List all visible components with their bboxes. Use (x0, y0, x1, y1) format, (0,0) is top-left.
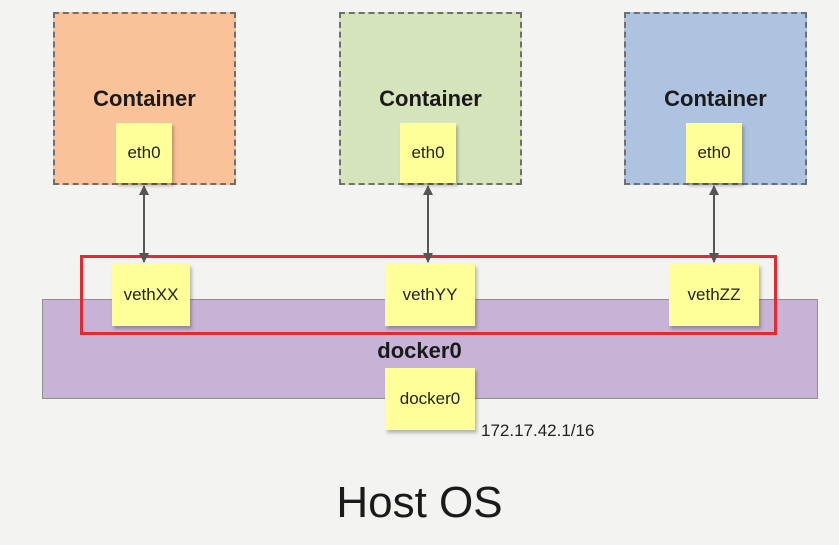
docker0-bridge-label: docker0 (377, 338, 462, 363)
docker0-ip: 172.17.42.1/16 (481, 421, 595, 440)
veth-xx: vethXX (112, 264, 190, 326)
host-os-label: Host OS (336, 478, 503, 527)
veth-zz: vethZZ (669, 264, 759, 326)
container-3-title: Container (664, 86, 767, 111)
container-3: Container (624, 12, 807, 185)
container-2-title: Container (379, 86, 482, 111)
container-1-eth0: eth0 (116, 123, 172, 183)
container-3-eth0: eth0 (686, 123, 742, 183)
container-2-eth0: eth0 (400, 123, 456, 183)
container-1-title: Container (93, 86, 196, 111)
docker0-interface: docker0 (385, 368, 475, 430)
veth-yy: vethYY (385, 264, 475, 326)
